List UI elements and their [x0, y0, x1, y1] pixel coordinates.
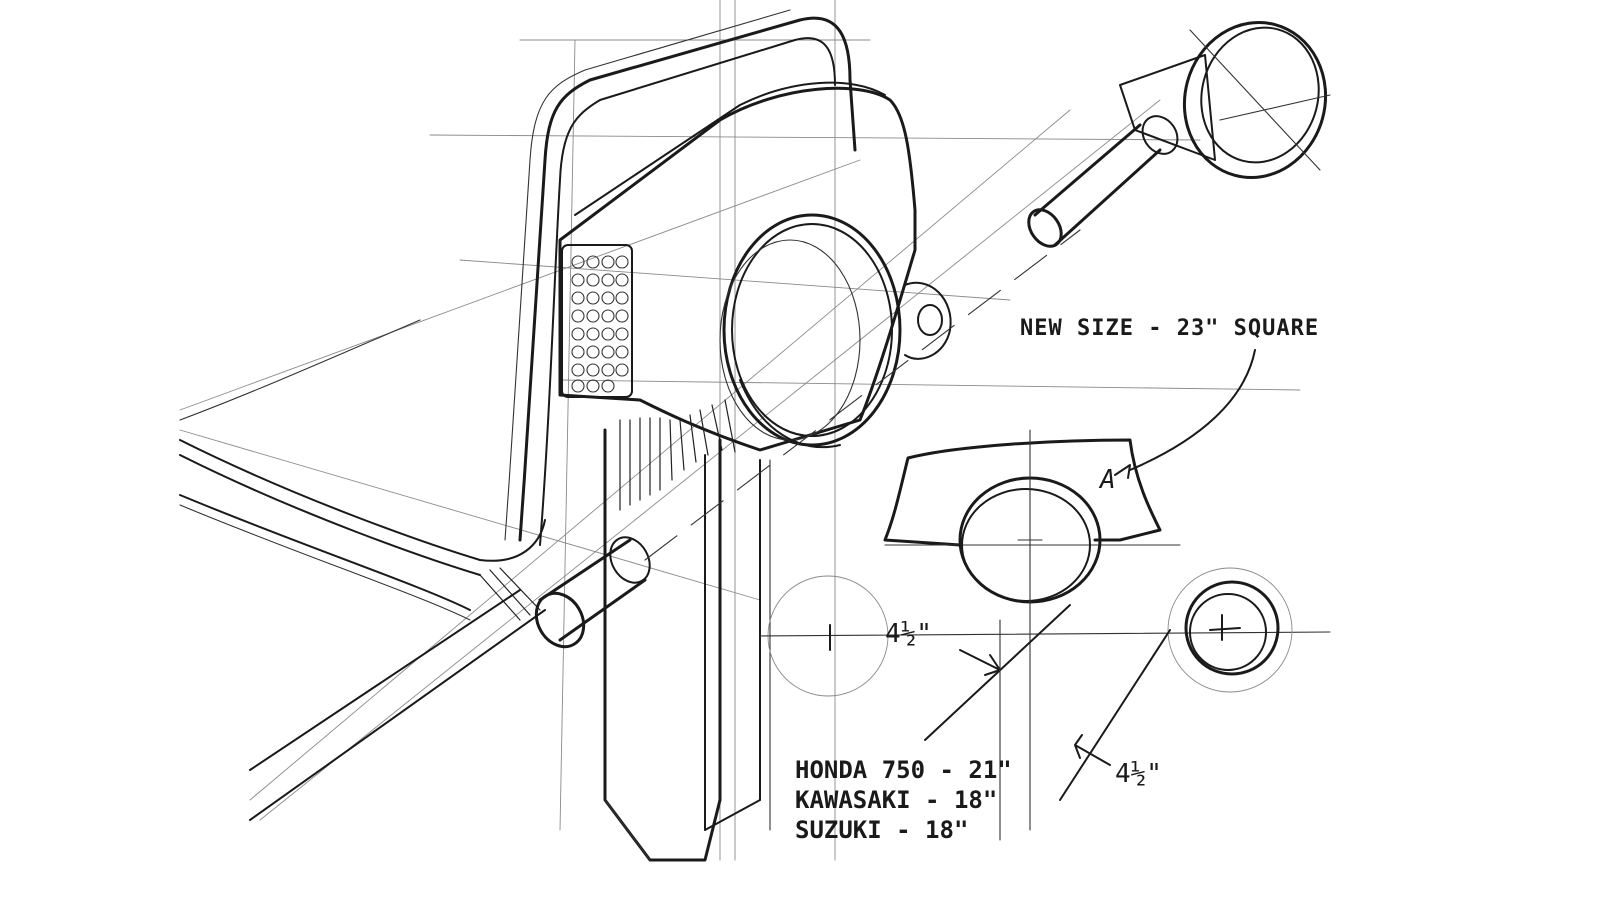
dimension-circles	[759, 567, 1331, 841]
spec-line-suzuki: SUZUKI - 18"	[795, 816, 968, 844]
spec-line-honda: HONDA 750 - 21"	[795, 756, 1012, 784]
dimension-label-left: 4½"	[885, 619, 932, 649]
dimension-label-right: 4½"	[1115, 759, 1162, 789]
support-post	[603, 428, 771, 862]
mirror-housing	[479, 9, 952, 621]
plan-view-housing	[883, 349, 1256, 831]
area-mark: A	[1098, 465, 1116, 495]
spec-line-kawasaki: KAWASAKI - 18"	[795, 786, 997, 814]
mounting-rod	[249, 115, 1179, 821]
base-panel	[179, 319, 546, 621]
mirror-head	[1119, 21, 1331, 179]
lamp-lens-grid	[571, 255, 629, 393]
shadow-hatching	[479, 399, 736, 621]
new-size-note: NEW SIZE - 23" SQUARE	[1020, 316, 1319, 341]
construction-lines	[179, 0, 1301, 861]
